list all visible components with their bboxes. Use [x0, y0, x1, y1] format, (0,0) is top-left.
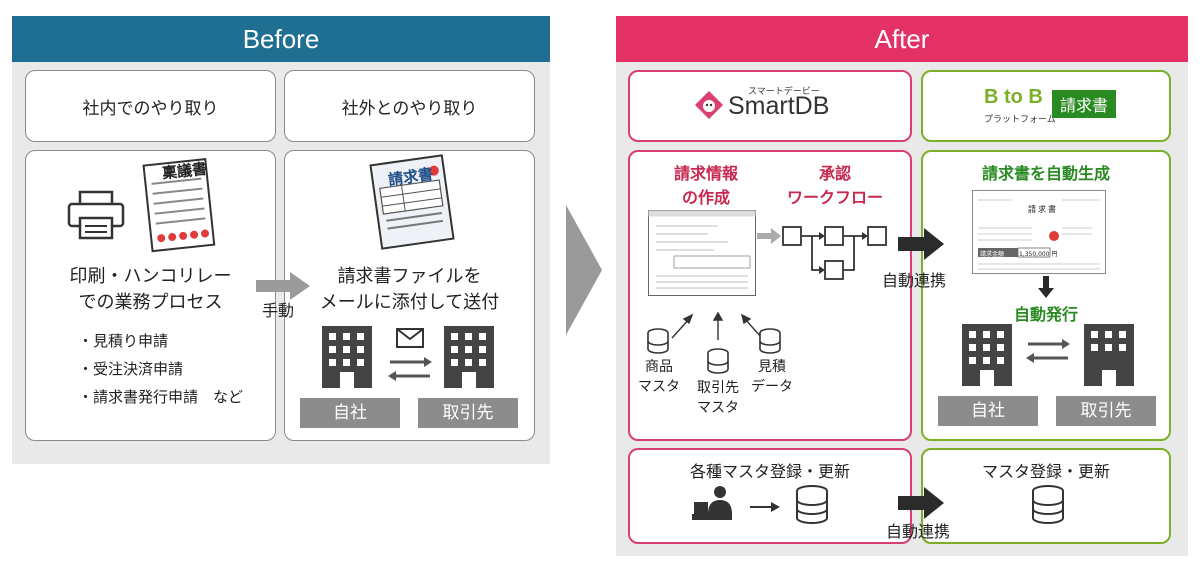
smartdb-logo-text: SmartDB	[728, 92, 830, 120]
approve-title-line2: ワークフロー	[786, 188, 883, 207]
manual-label: 手動	[262, 301, 295, 320]
internal-process-line1: 印刷・ハンコリレー	[69, 266, 232, 287]
form-to-workflow-arrow	[757, 228, 781, 244]
btob-logo-badge: 請求書	[1052, 90, 1117, 118]
invoice-thumbnail-title: 請求書	[1028, 205, 1058, 214]
after-header: After	[616, 16, 1188, 62]
smartdb-cat-logo-icon	[695, 91, 723, 119]
internal-list-item: ・請求書発行申請 など	[78, 388, 244, 406]
create-title-line2: の作成	[681, 188, 730, 207]
approval-document-icon	[142, 158, 216, 253]
auto-link-arrow	[898, 228, 944, 260]
partner-company-label: 取引先	[1056, 396, 1156, 426]
self-company-label: 自社	[938, 396, 1038, 426]
internal-list-item: ・受注決済申請	[78, 360, 184, 378]
exchange-arrows-icon	[1026, 339, 1070, 363]
envelope-icon	[396, 328, 424, 348]
create-title-line1: 請求情報	[673, 164, 738, 183]
user-at-desk-icon	[692, 486, 732, 520]
printer-icon	[67, 190, 125, 240]
external-process-line1: 請求書ファイルを	[337, 266, 482, 287]
auto-generate-title: 請求書を自動生成	[981, 164, 1110, 183]
auto-link-label: 自動連携	[882, 271, 947, 290]
external-process-line2: メールに添付して送付	[319, 292, 500, 313]
invoice-thumbnail-amount: 1,350,000 円	[1019, 251, 1058, 258]
partner-company-label: 取引先	[418, 398, 518, 428]
invoice-screen-thumbnail	[972, 190, 1106, 274]
before-header: Before	[12, 16, 550, 62]
exchange-arrows-icon	[388, 357, 432, 381]
building-icon	[962, 324, 1012, 386]
building-icon	[1084, 324, 1134, 386]
building-icon	[444, 326, 494, 388]
external-title: 社外とのやり取り	[341, 99, 478, 119]
btob-master-update-title: マスタ登録・更新	[981, 462, 1110, 481]
btob-logo-sub: プラットフォーム	[984, 115, 1056, 125]
master-label-estimate: 見積データ	[751, 359, 793, 395]
auto-issue-label: 自動発行	[1013, 305, 1078, 324]
smartdb-master-box	[628, 448, 912, 544]
master-label-product: 商品マスタ	[638, 359, 680, 395]
transition-chevron-icon	[566, 205, 602, 335]
internal-title: 社内でのやり取り	[82, 99, 219, 119]
invoice-thumbnail-amount-label: 請求金額	[980, 251, 1005, 258]
form-screen-thumbnail	[648, 210, 756, 296]
btob-logo-box	[921, 70, 1171, 142]
invoice-document-icon	[369, 154, 455, 250]
btob-logo-main: B to B	[984, 86, 1043, 108]
approve-title-line1: 承認	[818, 164, 851, 183]
database-icon	[647, 328, 669, 354]
database-icon	[759, 328, 781, 354]
database-icon	[1032, 485, 1064, 524]
auto-link-arrow	[898, 487, 944, 519]
master-label-partner: 取引先マスタ	[697, 380, 739, 416]
arrow-right-icon	[750, 502, 780, 512]
building-icon	[322, 326, 372, 388]
database-icon	[707, 348, 729, 374]
manual-arrow-icon	[256, 272, 310, 300]
internal-list-item: ・見積り申請	[78, 332, 169, 350]
internal-title-box	[25, 70, 276, 142]
auto-link-label: 自動連携	[886, 522, 951, 541]
self-company-label: 自社	[300, 398, 400, 428]
external-title-box	[284, 70, 535, 142]
database-icon	[796, 485, 828, 524]
workflow-diagram	[782, 226, 887, 280]
smartdb-ruby: スマートデービー	[748, 87, 820, 97]
master-pointer-arrows	[671, 311, 763, 340]
smartdb-logo-box	[628, 70, 912, 142]
master-update-title: 各種マスタ登録・更新	[689, 462, 850, 481]
auto-issue-arrow	[1038, 276, 1054, 298]
internal-process-line2: での業務プロセス	[78, 292, 223, 313]
